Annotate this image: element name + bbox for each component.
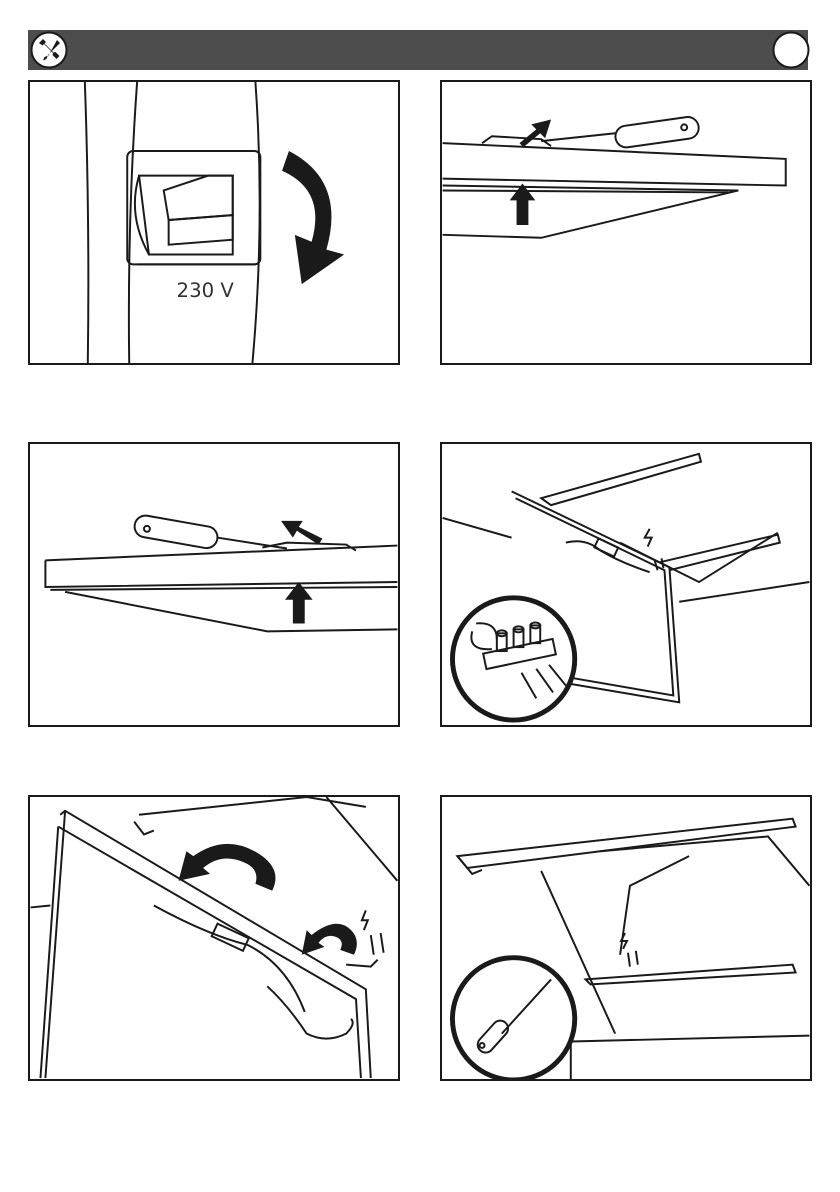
- screwdriver-pry-illustration: [30, 444, 398, 725]
- screwdriver-pry-illustration: [442, 82, 810, 363]
- step-6-panel: [440, 795, 812, 1081]
- rotate-arrow-icon: [302, 924, 357, 955]
- header-bar: [28, 30, 808, 70]
- up-arrow-icon: [510, 184, 536, 225]
- rotate-down-arrow-icon: [282, 151, 344, 284]
- screwdriver-inset: [452, 958, 574, 1079]
- mounting-rails-illustration: [442, 797, 810, 1079]
- step-5-panel: [28, 795, 400, 1081]
- wrench-screwdriver-icon: [30, 31, 68, 69]
- panel-wiring-illustration: [442, 444, 810, 725]
- step-4-panel: [440, 442, 812, 727]
- voltage-label: 230 V: [177, 279, 235, 302]
- blank-circle-badge: [772, 31, 810, 69]
- rotate-arrow-icon: [179, 844, 276, 891]
- circuit-breaker-illustration: 230 V: [30, 82, 398, 363]
- step-2-panel: [440, 80, 812, 365]
- step-3-panel: [28, 442, 400, 727]
- terminal-block-inset: [452, 598, 574, 720]
- diagonal-arrow-icon: [281, 521, 322, 545]
- step-1-panel: 230 V: [28, 80, 400, 365]
- panel-tilt-illustration: [30, 797, 398, 1079]
